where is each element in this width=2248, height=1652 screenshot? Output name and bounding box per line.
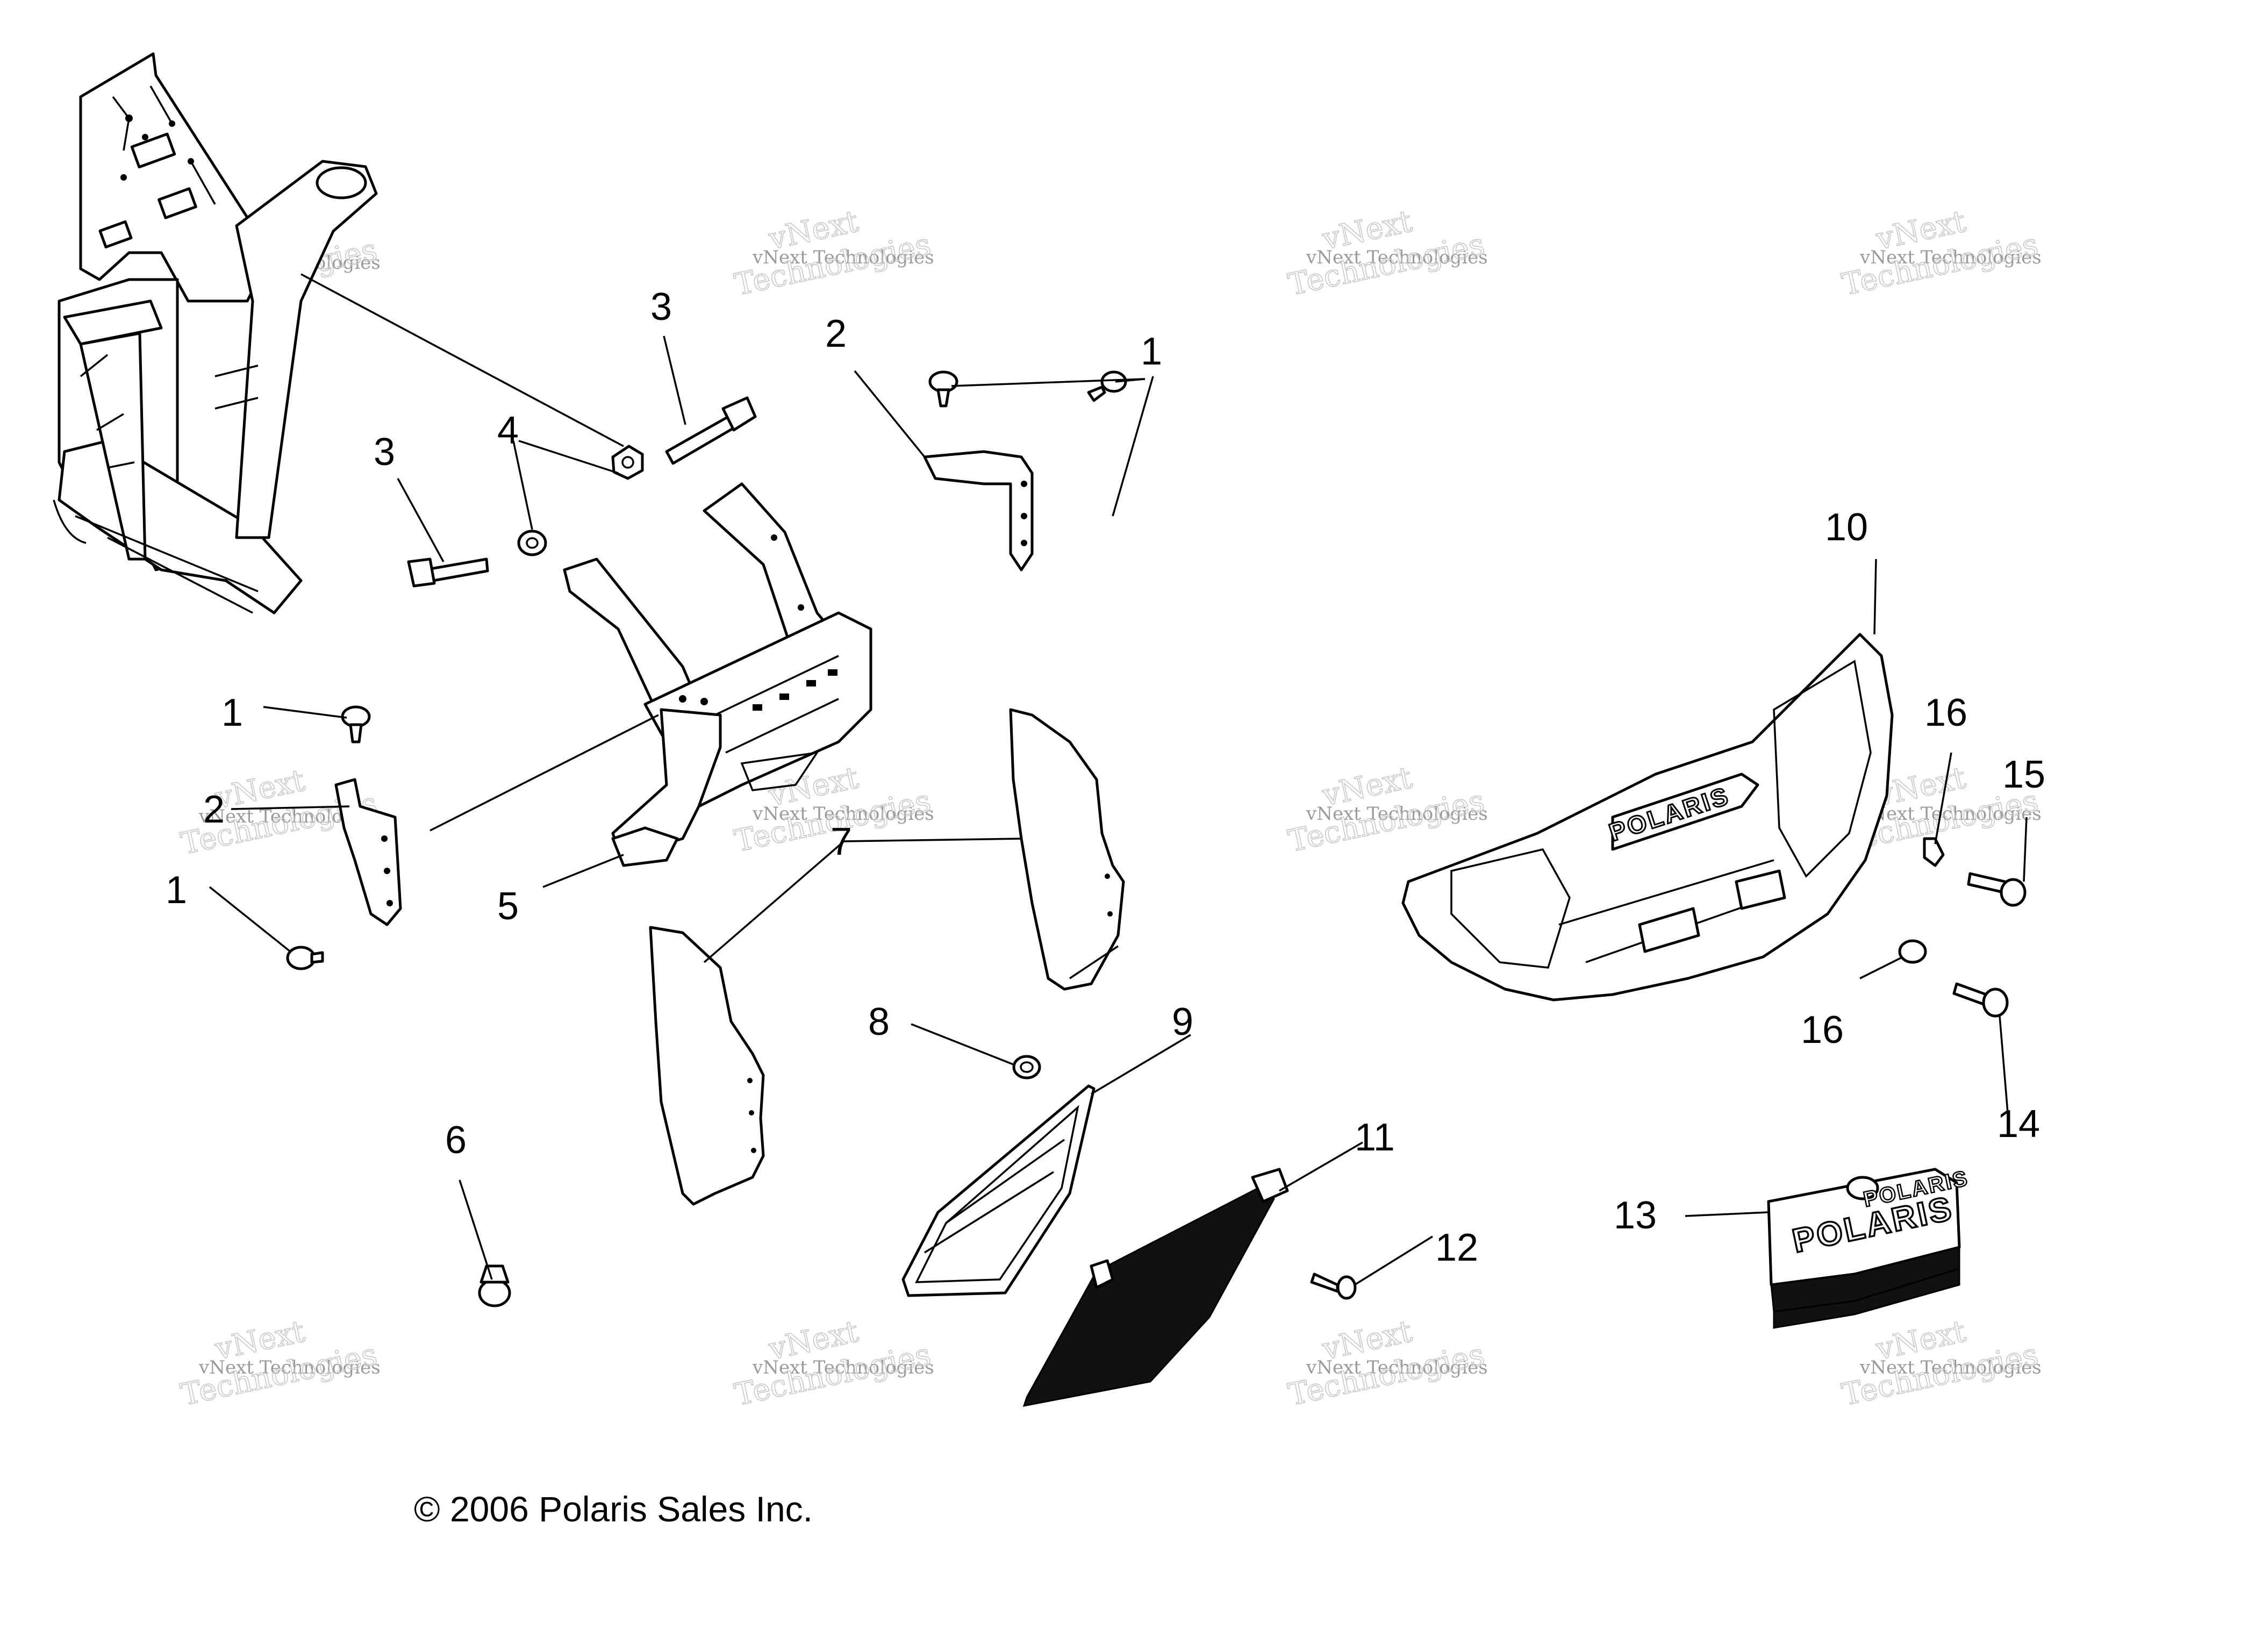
rivet-1-top: [928, 370, 958, 407]
watermark: vNext vNext Technologies Technologies: [1285, 760, 1488, 859]
bolt-14: [1952, 982, 2009, 1018]
watermark-text: vNext Technologies: [1306, 247, 1488, 268]
watermark-text: vNext Technologies: [1859, 247, 2042, 268]
callout-12: 12: [1435, 1226, 1478, 1269]
callout-4: 4: [497, 409, 519, 452]
callout-6: 6: [445, 1119, 467, 1162]
frame-leader: [300, 273, 624, 447]
rivet-1-bottom-left: [286, 946, 324, 970]
callout-7: 7: [831, 820, 852, 863]
fastener-6: [478, 1264, 511, 1307]
grommet-8: [1012, 1055, 1041, 1079]
callout-11: 11: [1355, 1116, 1395, 1159]
callouts: 1 2 3 3 4 10 1 2 1 5 7 16 15 8 9 16 14 6…: [166, 285, 2045, 1269]
vehicle-frame: [53, 52, 378, 614]
side-panel-7-right: [1009, 708, 1125, 991]
watermark-text: vNext Technologies: [198, 1357, 381, 1378]
bracket-2-upper: [923, 450, 1034, 571]
watermark-text: vNext Technologies: [1859, 803, 2042, 825]
mesh-screen-11: [1022, 1168, 1289, 1407]
screw-12: [1310, 1272, 1357, 1300]
screen-frame-9: [901, 1084, 1096, 1297]
callout-8: 8: [868, 1000, 890, 1043]
watermark: vNext vNext Technologies Technologies: [1285, 1313, 1488, 1413]
watermark-text: vNext Technologies: [752, 247, 934, 268]
watermark-text: vNext Technologies: [752, 803, 934, 825]
callout-13: 13: [1614, 1194, 1657, 1237]
callout-1-top-right: 1: [1141, 330, 1162, 373]
washer-16-upper: [1923, 837, 1945, 867]
callout-9: 9: [1172, 1000, 1193, 1043]
rivet-1-right: [1087, 370, 1127, 402]
callout-15: 15: [2002, 753, 2045, 796]
watermark: vNext vNext Technologies Technologies: [1838, 1313, 2042, 1413]
leader-lines: [209, 335, 2028, 1286]
watermark: vNext vNext Technologies Technologies: [1285, 203, 1488, 303]
watermark: vNext vNext Technologies Technologies: [731, 1313, 934, 1413]
callout-16-upper: 16: [1924, 691, 1967, 734]
rivet-1-mid-left: [341, 705, 371, 743]
bumper-cover-10: POLARIS: [1401, 633, 1894, 1002]
bolt-3-lower: [407, 557, 489, 588]
callout-5: 5: [497, 885, 519, 928]
washer-16-lower: [1898, 939, 1927, 964]
callout-2-top: 2: [825, 312, 847, 355]
watermark-text: vNext Technologies: [1859, 1357, 2042, 1378]
callout-1-bottom-left: 1: [166, 869, 187, 912]
callout-10: 10: [1825, 506, 1868, 549]
front-bumper-frame: [563, 482, 872, 867]
callout-3-lower: 3: [374, 431, 395, 474]
side-panel-7-left: [649, 926, 765, 1206]
callout-2-lower: 2: [203, 788, 225, 831]
washer-4-lower: [517, 530, 547, 556]
watermark: vNext vNext Technologies Technologies: [177, 1313, 381, 1413]
watermark-text: vNext Technologies: [1306, 803, 1488, 825]
copyright-notice: © 2006 Polaris Sales Inc.: [414, 1489, 813, 1529]
watermark: vNext vNext Technologies Technologies: [731, 203, 934, 303]
callout-1-mid-left: 1: [221, 691, 243, 734]
callout-14: 14: [1997, 1103, 2040, 1146]
bolt-3-upper: [665, 396, 757, 465]
watermark-text: vNext Technologies: [752, 1357, 934, 1378]
bracket-2-lower: [334, 778, 402, 926]
logo-panel-13: POLARIS POLARIS: [1767, 1165, 1972, 1329]
bolt-15: [1967, 872, 2027, 907]
callout-3-upper: 3: [650, 285, 672, 328]
watermark: vNext vNext Technologies Technologies: [1838, 203, 2042, 303]
watermark-text: vNext Technologies: [1306, 1357, 1488, 1378]
callout-16-lower: 16: [1801, 1009, 1844, 1052]
